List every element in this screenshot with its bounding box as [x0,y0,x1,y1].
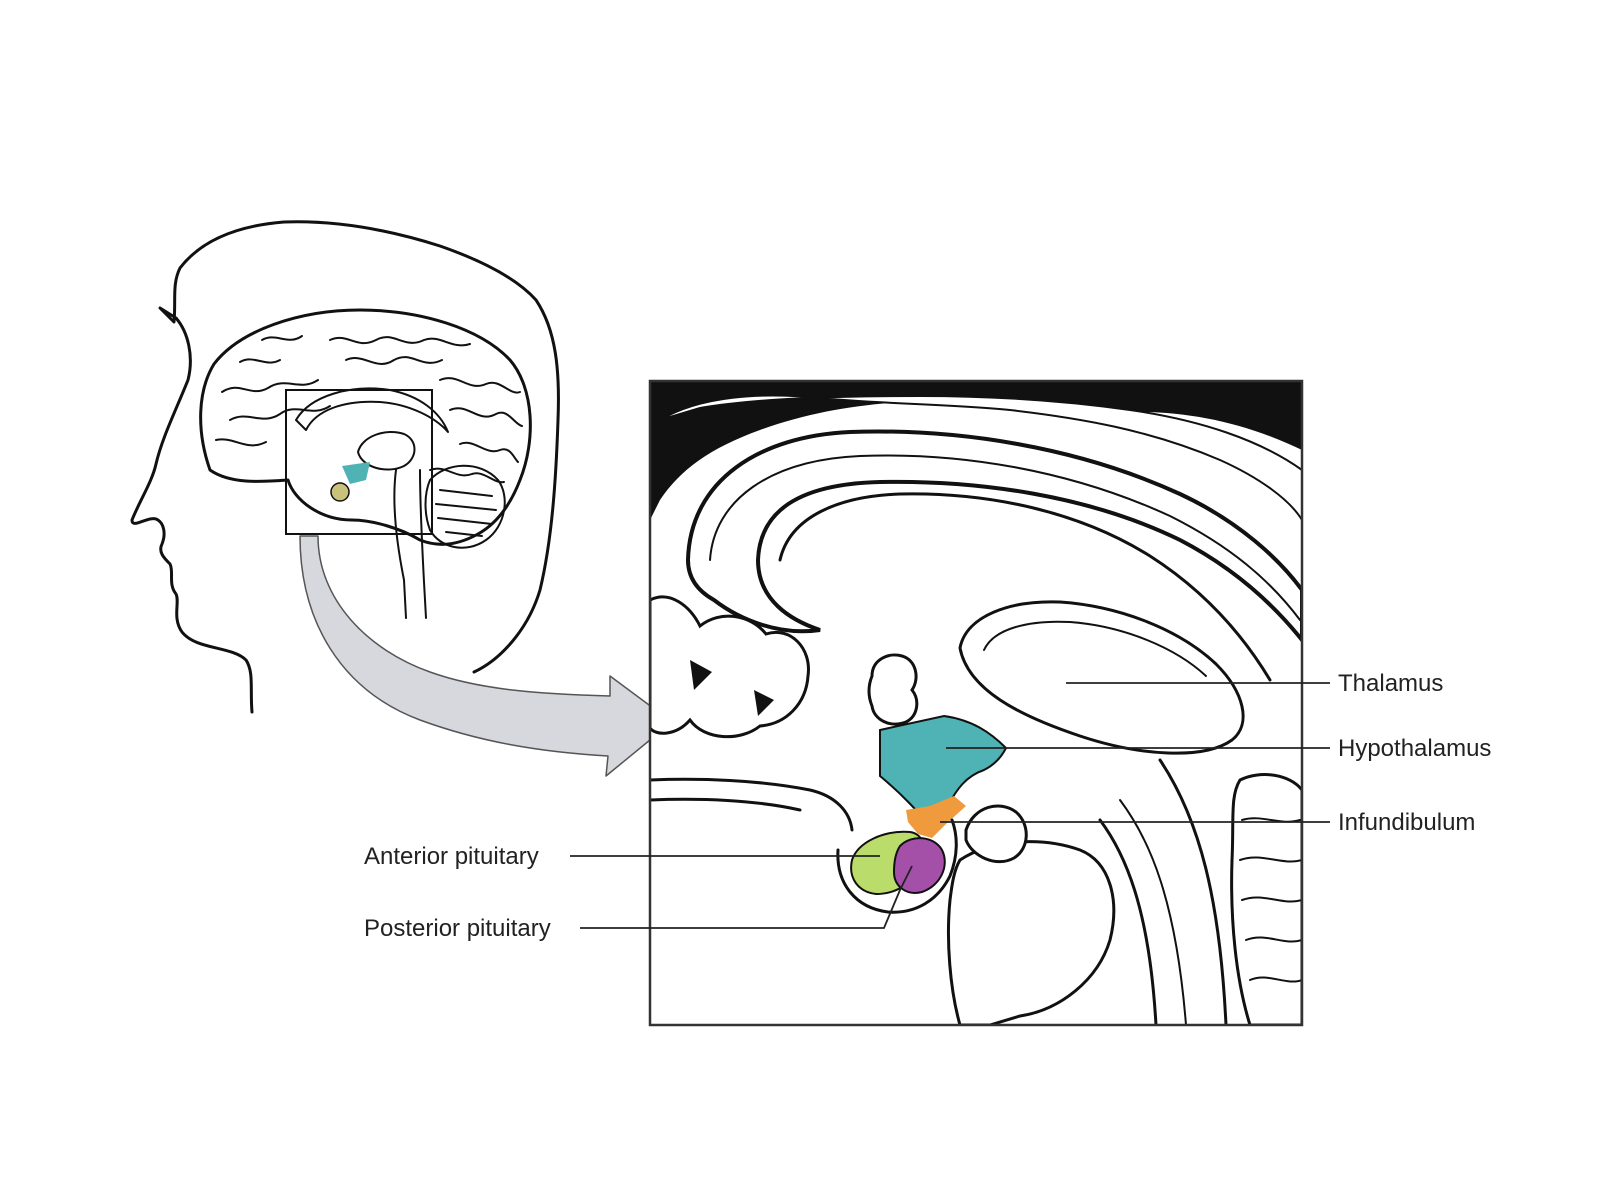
corpus-callosum [685,429,1302,644]
sella-turcica [836,818,958,914]
head-illustration [130,220,560,714]
thalamus-small [357,431,416,471]
inset-frame [648,379,1304,1027]
labels: Thalamus Hypothalamus Infundibulum Anter… [364,670,1491,942]
optic-tract [650,777,854,832]
label-hypothalamus: Hypothalamus [1338,735,1491,762]
cerebellum [1230,773,1302,1025]
head-outline [130,220,560,714]
hypothalamus-small [342,462,370,484]
zoom-arrow [299,535,673,777]
anterior-commissure [867,653,919,726]
infundibulum-shape [906,796,966,838]
callosum-inner [709,454,1301,621]
cerebellum-small [424,464,506,549]
optic-tract-lower [650,797,802,812]
label-anterior-pituitary: Anterior pituitary [364,843,539,870]
fornix [778,492,1272,682]
zoom-inset [648,379,1304,1027]
cortex-fold [650,381,1302,520]
cerebral-gyri [215,335,523,484]
brainstem-small [393,469,427,619]
zoom-region-box [285,389,433,535]
pituitary-small [330,482,350,502]
pons [946,840,1116,1025]
cerebellum-folia [435,489,497,537]
label-infundibulum: Infundibulum [1338,809,1475,836]
posterior-pituitary-shape [892,837,946,894]
brainstem [1098,758,1228,1025]
label-posterior-pituitary: Posterior pituitary [364,915,551,942]
label-thalamus: Thalamus [1338,670,1443,697]
cerebrum-outline [199,308,532,546]
brainstem-inner [1119,799,1187,1025]
cerebellum-folia-large [1239,817,1302,983]
posterior-pituitary-leader [580,865,913,929]
leader-lines [570,682,1330,929]
thalamus-region [958,600,1245,755]
mammillary-body [964,804,1028,864]
thalamus-inner [983,620,1207,677]
